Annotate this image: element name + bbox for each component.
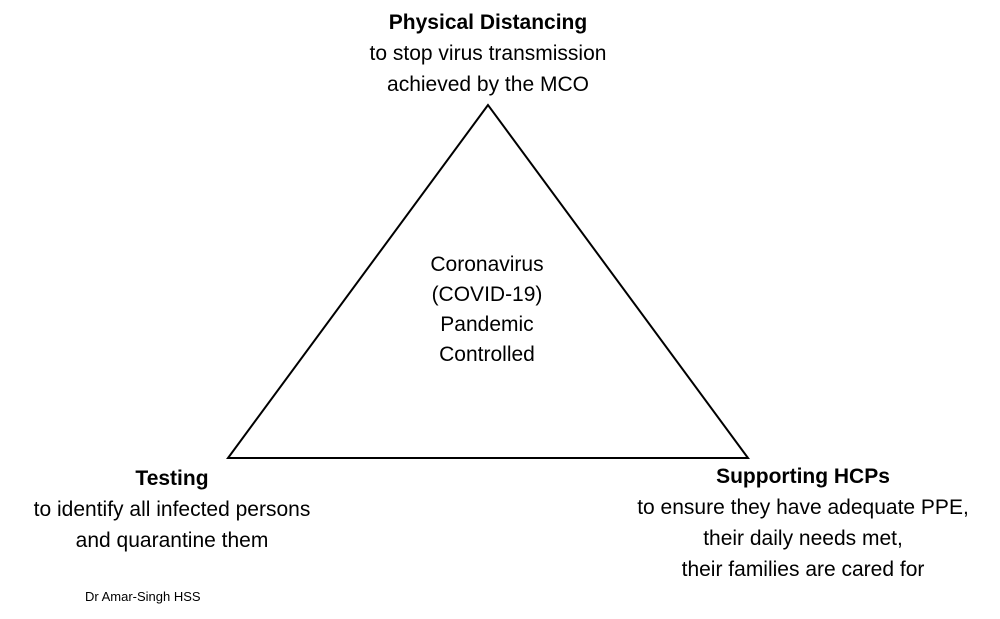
physical-distancing-line-1: to stop virus transmission: [369, 42, 607, 65]
author-attribution: Dr Amar-Singh HSS: [85, 589, 201, 604]
center-line-3: Pandemic: [440, 313, 534, 336]
supporting-hcps-line-1: to ensure they have adequate PPE,: [637, 496, 969, 519]
vertex-label-physical-distancing: Physical Distancing to stop virus transm…: [370, 7, 607, 100]
supporting-hcps-line-2: their daily needs met,: [703, 527, 903, 550]
testing-line-1: to identify all infected persons: [33, 498, 311, 521]
center-line-4: Controlled: [439, 343, 535, 366]
center-line-2: (COVID-19): [431, 283, 543, 306]
center-line-1: Coronavirus: [430, 253, 544, 276]
supporting-hcps-title: Supporting HCPs: [716, 465, 890, 488]
supporting-hcps-line-3: their families are cared for: [681, 558, 925, 581]
triangle-outline: [226, 103, 750, 459]
physical-distancing-title: Physical Distancing: [388, 11, 588, 34]
vertex-label-testing: Testing to identify all infected persons…: [34, 463, 311, 556]
testing-line-2: and quarantine them: [75, 529, 269, 552]
vertex-label-supporting-hcps: Supporting HCPs to ensure they have adeq…: [637, 461, 969, 585]
triangle-center-label: Coronavirus (COVID-19) Pandemic Controll…: [430, 250, 543, 370]
testing-title: Testing: [135, 467, 209, 490]
physical-distancing-line-2: achieved by the MCO: [387, 73, 589, 96]
